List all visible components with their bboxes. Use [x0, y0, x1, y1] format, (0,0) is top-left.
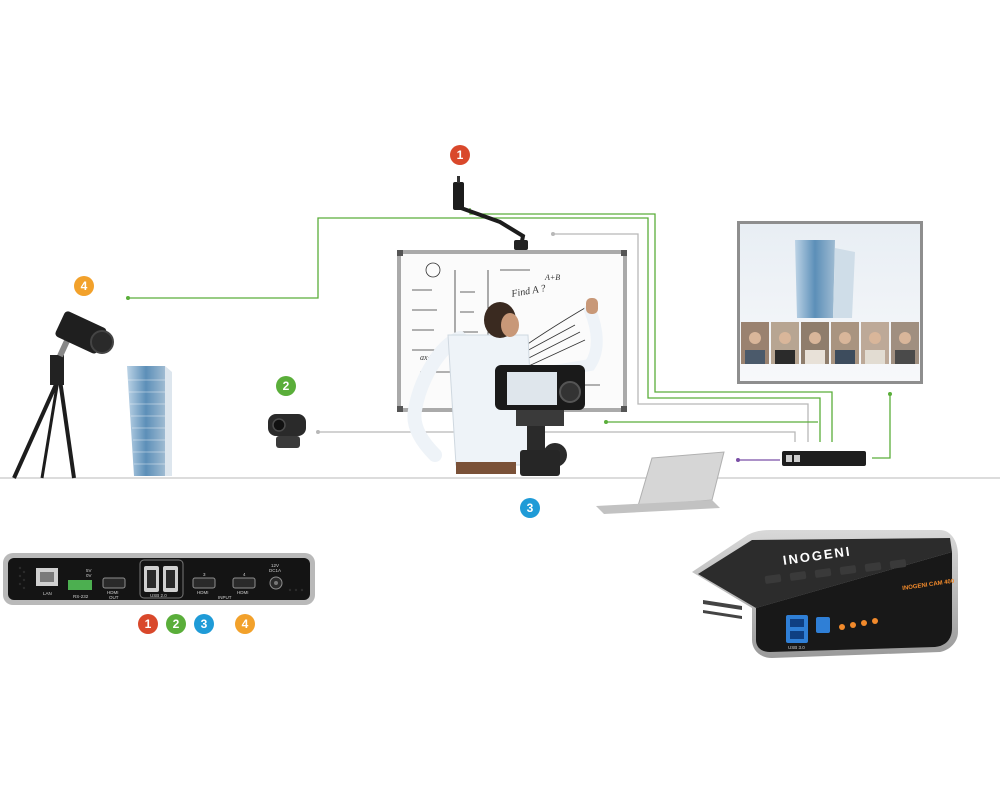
badge-port-4: 4 — [235, 614, 255, 634]
label-hdmi-out-top: HDMI — [107, 590, 119, 595]
presenter-camera — [495, 365, 585, 476]
participant-tiles — [741, 322, 919, 364]
line-monitor-green — [872, 394, 891, 459]
dslr-tripod — [12, 311, 114, 479]
label-0v: 0V — [86, 573, 92, 578]
laptop — [596, 451, 725, 514]
badge-port-1: 1 — [138, 614, 158, 634]
label-port-num-4: 4 — [243, 572, 246, 577]
line-whiteboard-gray — [553, 233, 809, 442]
label-input: INPUT — [218, 595, 232, 600]
line-dslr-green — [128, 217, 821, 442]
badge-overhead-camera: 1 — [450, 145, 470, 165]
line-phone-cam-gray — [318, 431, 796, 442]
whiteboard-text-2: A+B — [544, 273, 560, 282]
front-device — [692, 530, 958, 658]
label-rs232: RS-232 — [73, 594, 89, 599]
badge-port-3: 3 — [194, 614, 214, 634]
badge-dslr-camera: 4 — [74, 276, 94, 296]
label-5v: 5V — [86, 568, 92, 573]
badge-laptop: 3 — [520, 498, 540, 518]
label-usb: USB 2.0 — [150, 593, 167, 598]
overhead-camera — [453, 176, 528, 250]
converter-box-small — [782, 451, 866, 466]
front-device-usb-label: USB 3.0 — [788, 645, 805, 650]
conference-camera — [268, 414, 306, 448]
label-lan: LAN — [43, 591, 52, 596]
whiteboard-text-3: ax+b — [420, 353, 437, 362]
display-monitor — [737, 221, 923, 384]
label-power-top: 12V — [271, 563, 280, 568]
label-hdmi-4: HDMI — [237, 590, 249, 595]
label-port-num-3: 3 — [203, 572, 206, 577]
label-hdmi-out-bottom: OUT — [109, 595, 119, 600]
label-power-bottom: DC1A — [269, 568, 282, 573]
label-hdmi-3: HDMI — [197, 590, 209, 595]
badge-conference-camera: 2 — [276, 376, 296, 396]
badge-port-2: 2 — [166, 614, 186, 634]
rear-panel-device — [3, 553, 315, 605]
building-model-left — [127, 366, 172, 476]
